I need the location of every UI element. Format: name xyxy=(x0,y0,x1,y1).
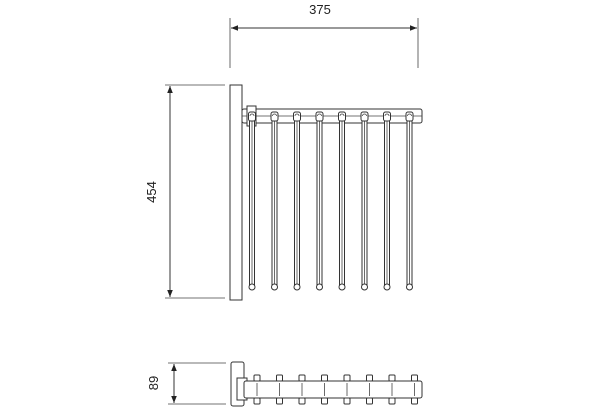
rod xyxy=(248,111,256,291)
rod-hook xyxy=(360,111,369,122)
top-view-studs xyxy=(253,374,418,405)
stud-bottom xyxy=(253,397,261,405)
wall-bracket xyxy=(229,84,243,301)
rod-end-cap xyxy=(316,283,323,291)
width-dimension: 375 xyxy=(229,2,419,68)
rod-hook xyxy=(315,111,324,122)
depth-dimension: 89 xyxy=(146,362,226,405)
rod xyxy=(360,111,369,291)
rod-hook-loop xyxy=(249,113,255,117)
rod xyxy=(383,111,391,291)
stud-top xyxy=(366,374,373,382)
rods xyxy=(248,111,414,291)
rod-hook xyxy=(248,111,256,122)
stud-top xyxy=(253,374,261,382)
rod-end-cap xyxy=(248,283,256,291)
top-view-stud xyxy=(298,374,306,405)
rod-end-cap xyxy=(383,283,391,291)
rod-hook-loop xyxy=(272,113,277,117)
stud-top xyxy=(343,374,351,382)
stud-bottom xyxy=(343,397,351,405)
rod-hook xyxy=(270,111,279,122)
top-view-stud xyxy=(388,374,396,405)
top-view-rail xyxy=(243,380,423,399)
height-dimension: 454 xyxy=(144,84,225,299)
rod-end-cap xyxy=(338,283,346,291)
top-view-stud xyxy=(411,374,418,405)
top-view-stud xyxy=(321,374,328,405)
rod-hook xyxy=(383,111,391,122)
stud-top xyxy=(321,374,328,382)
rod-end-cap xyxy=(406,283,413,291)
top-view-stud xyxy=(366,374,373,405)
top-view-stud xyxy=(276,374,283,405)
rod xyxy=(405,111,414,291)
rod xyxy=(293,111,301,291)
depth-label: 89 xyxy=(146,376,161,390)
stud-bottom xyxy=(276,397,283,405)
top-view-stud xyxy=(343,374,351,405)
stud-top xyxy=(411,374,418,382)
stud-bottom xyxy=(298,397,306,405)
width-label: 375 xyxy=(309,2,331,17)
stud-bottom xyxy=(388,397,396,405)
front-view xyxy=(229,84,423,301)
rod-hook-loop xyxy=(339,113,345,117)
height-label: 454 xyxy=(144,181,159,203)
rod-hook-loop xyxy=(407,113,412,117)
stud-top xyxy=(388,374,396,382)
rod-hook-loop xyxy=(317,113,322,117)
rod-hook xyxy=(405,111,414,122)
rod-hook-loop xyxy=(362,113,367,117)
rod xyxy=(270,111,279,291)
rod-hook xyxy=(293,111,301,122)
rod-hook-loop xyxy=(384,113,390,117)
stud-top xyxy=(298,374,306,382)
top-view xyxy=(230,361,423,407)
top-view-stud xyxy=(253,374,261,405)
stud-bottom xyxy=(321,397,328,405)
stud-bottom xyxy=(411,397,418,405)
rod xyxy=(315,111,324,291)
stud-bottom xyxy=(366,397,373,405)
rod-end-cap xyxy=(361,283,368,291)
stud-top xyxy=(276,374,283,382)
rod-hook-loop xyxy=(294,113,300,117)
rod xyxy=(338,111,346,291)
rod-end-cap xyxy=(271,283,278,291)
rod-end-cap xyxy=(293,283,301,291)
rod-hook xyxy=(338,111,346,122)
